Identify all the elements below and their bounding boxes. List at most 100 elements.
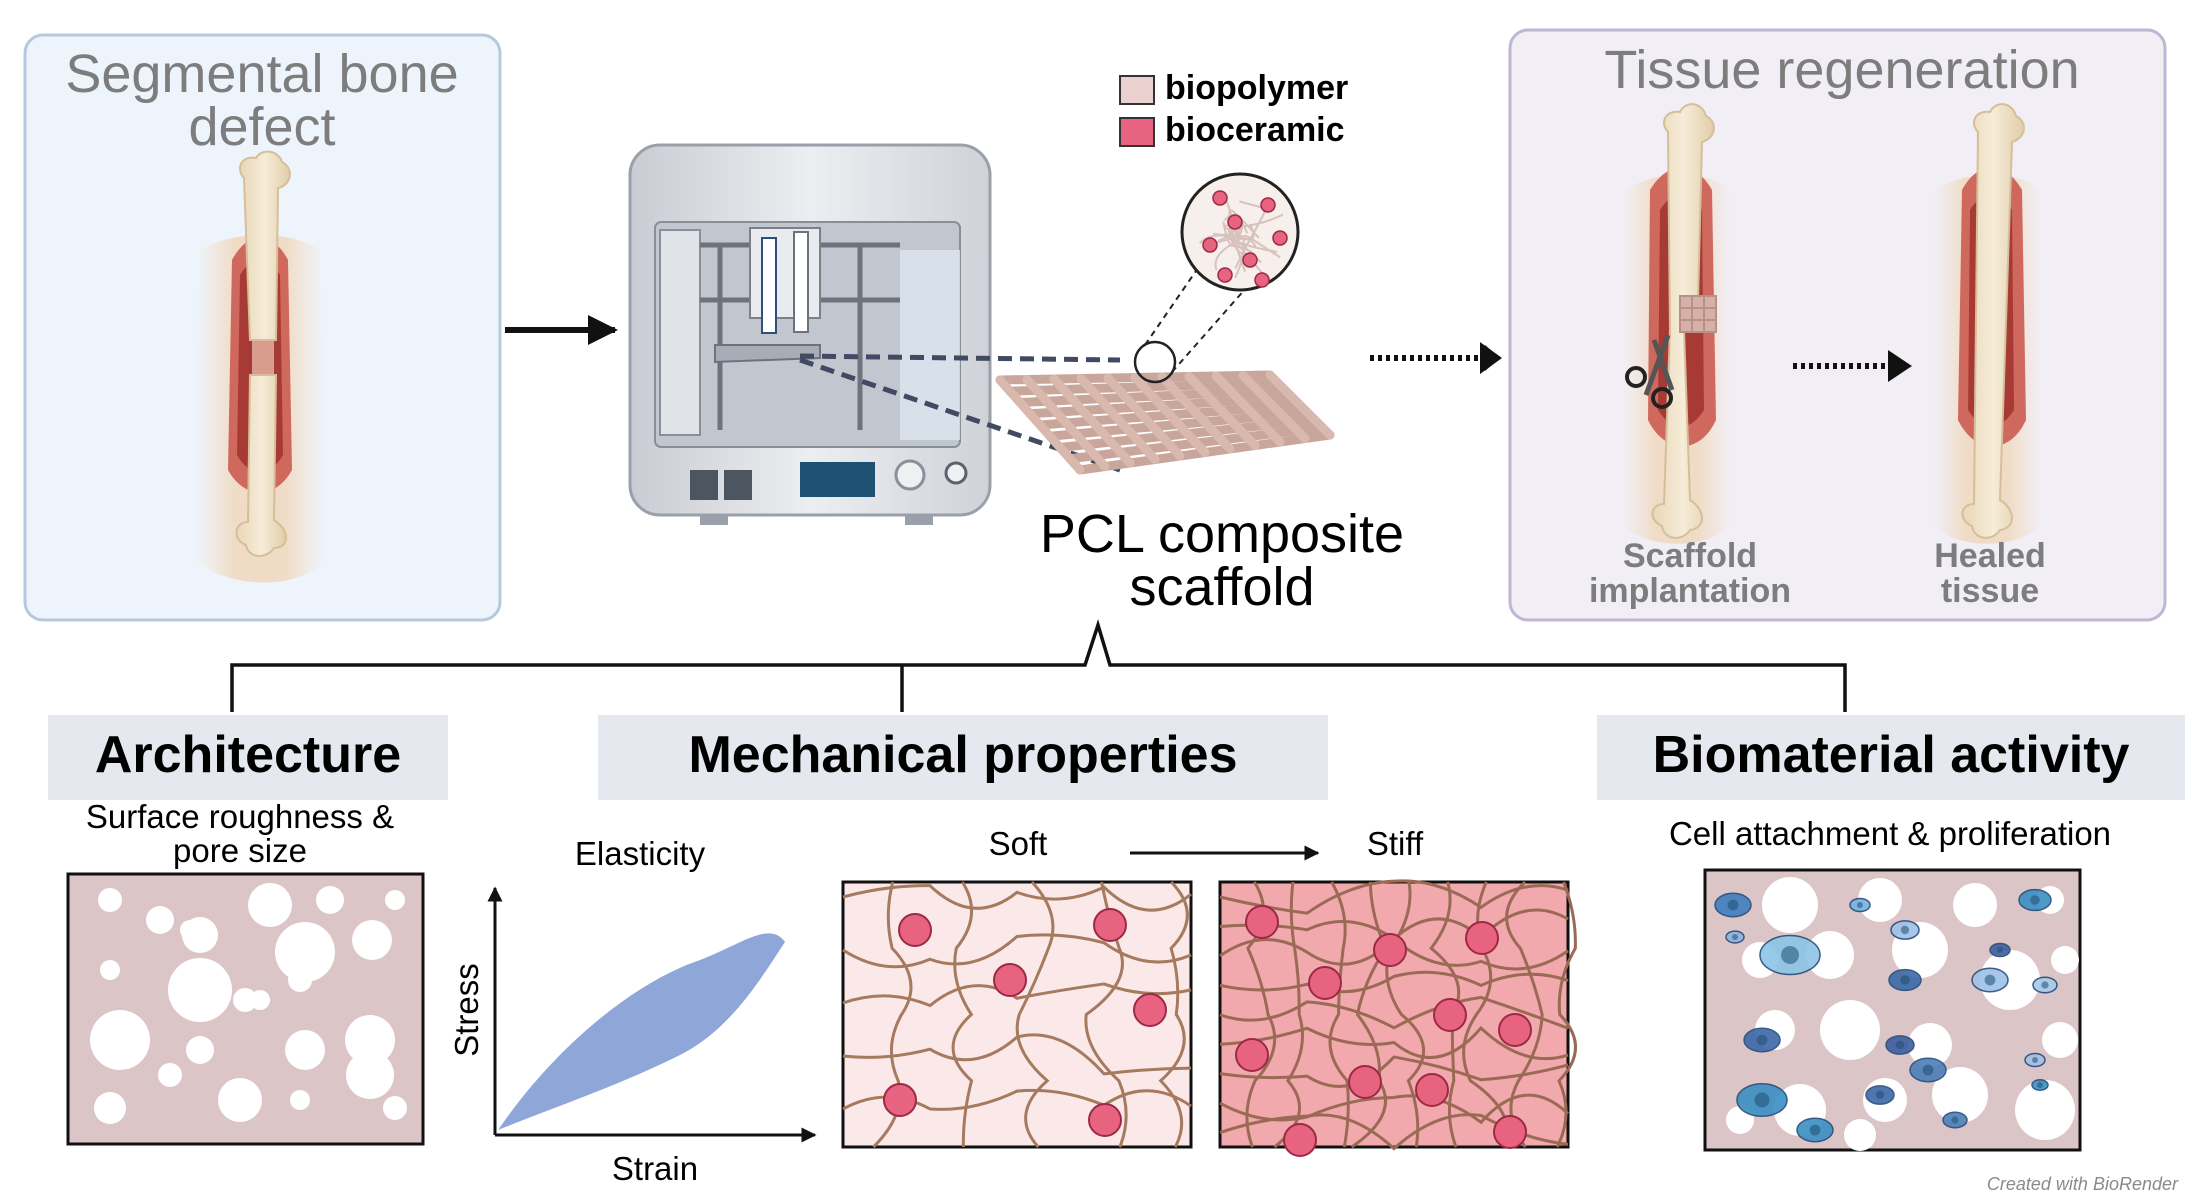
mesh-strand [1184,372,1260,450]
bioceramic-particle [1217,267,1233,283]
healed-tissue-line1: Healed [1934,537,2046,575]
soft-label: Soft [989,825,1048,862]
projection-lines [799,353,1121,473]
magnifier-circle-icon [1133,172,1300,384]
pore [1762,877,1818,933]
bioceramic-particle [1498,1013,1532,1047]
cell-nucleus [1754,1092,1770,1108]
scaffold-label-line2: scaffold [1129,557,1314,617]
zoom-fiber [1214,233,1244,271]
polymer-fiber [842,982,1192,1008]
architecture-header-box [48,715,448,800]
mesh-strand [1211,371,1285,447]
legend-swatch-bioceramic [1119,117,1155,147]
biomaterial-sub: Cell attachment & proliferation [1669,815,2111,852]
mesh-strand [1103,373,1185,461]
cell-nucleus [1809,1124,1821,1136]
biomaterial-title: Biomaterial activity [1653,726,2130,784]
pore [352,920,392,960]
mesh-strand [1076,374,1160,464]
cell-nucleus [1900,925,1910,935]
pores [90,883,407,1124]
scaffold-mesh-icon [995,370,1335,475]
pore [316,886,344,914]
stiff-bioceramic-particles [1235,905,1532,1157]
polymer-fiber [1015,880,1055,1148]
bioceramic-particle [1254,272,1270,288]
defect-title-line2: defect [188,97,335,157]
polymer-fiber [951,881,974,1148]
zoom-fiber [1234,200,1266,269]
bioceramic-particle [1133,993,1167,1027]
zoom-fiber [1234,225,1243,236]
pore [2042,1022,2078,1058]
polymer-fiber [1328,881,1350,1148]
polymer-fiber [842,884,1192,912]
zoom-fiber [1236,232,1248,247]
soft-bioceramic-particles [883,908,1167,1137]
pore [1980,950,2040,1010]
polymer-fiber [1219,995,1569,1030]
cell-nucleus [2030,895,2040,905]
credit-text: Created with BioRender [1987,1174,2179,1194]
architecture-title: Architecture [95,726,401,784]
pore [180,920,200,940]
mechanical-header-box [598,715,1328,800]
cell-nucleus [2041,981,2049,989]
polymer-fiber [1350,881,1388,1149]
pore [385,890,405,910]
healed-tissue-line2: tissue [1941,572,2039,610]
cell-nucleus [1997,947,2003,953]
pore [218,1078,262,1122]
pore [1908,1023,1952,1067]
scaffold-implantation-line2: implantation [1589,572,1791,610]
bone-defect-icon [195,150,325,583]
bioceramic-particle [1212,190,1228,206]
pore [1820,1000,1880,1060]
pore [1953,883,1997,927]
mesh-strand [1238,371,1310,443]
bioceramic-particle [1227,214,1243,230]
cell-nucleus [1951,1116,1959,1124]
mesh-strand [995,375,1085,475]
cell-nucleus [2032,1057,2038,1063]
defect-panel: Segmental bone defect [23,33,502,622]
pore [346,1051,394,1099]
architecture-sub-line2: pore size [173,832,307,869]
printer-icon [628,143,992,525]
scaffold-label-line1: PCL composite [1040,504,1404,564]
bioceramic-particle [1235,1038,1269,1072]
cell-nucleus [1984,974,1996,986]
polymer-fiber [1219,970,1569,994]
polymer-fiber [1273,881,1304,1149]
bioceramic-particle [1465,921,1499,955]
polymer-fiber [1219,1055,1569,1088]
cell-nucleus [1756,1034,1768,1046]
cell-nucleus [1732,934,1738,940]
architecture-sub-line1: Surface roughness & [86,798,394,835]
pore [248,883,292,927]
pore [2015,1080,2075,1140]
pore [285,1030,325,1070]
legend: biopolymer bioceramic [1119,69,1348,149]
pore [345,1015,395,1065]
stiff-label: Stiff [1367,825,1424,862]
pore [288,968,312,992]
cells [1714,888,2058,1143]
bone-healed-icon [1932,103,2042,544]
mesh-strand [1130,373,1210,457]
cell-nucleus [1875,1090,1885,1100]
polymer-fiber [1385,881,1425,1148]
mesh-strand [1157,372,1235,454]
polymer-fiber [1505,880,1544,1148]
mesh-strand [1265,370,1335,440]
polymer-fiber [1219,1025,1569,1061]
cell-nucleus [1922,1064,1934,1076]
bioceramic-particle [883,1083,917,1117]
pore [146,906,174,934]
cell-nucleus [2037,1082,2043,1088]
stress-label: Stress [448,963,485,1057]
bioceramic-particle [1202,237,1218,253]
pore [98,888,122,912]
